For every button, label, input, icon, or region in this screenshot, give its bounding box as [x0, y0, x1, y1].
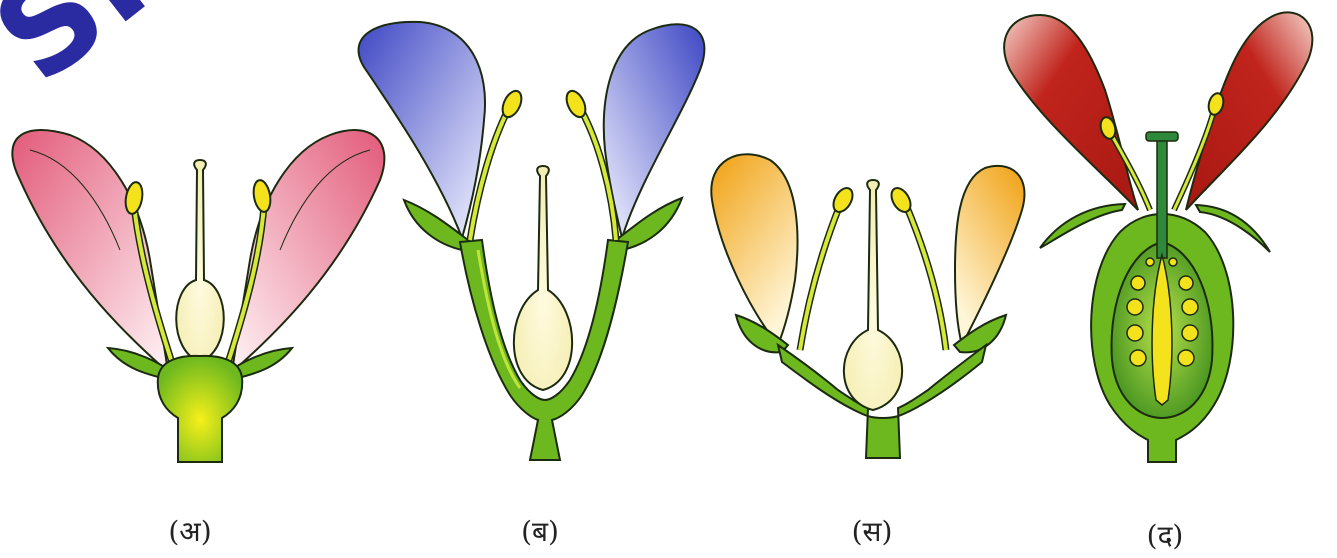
thalamus: [158, 356, 242, 462]
petal-right: [1186, 12, 1312, 210]
caption-d: (द): [1147, 516, 1184, 554]
petal-left: [359, 22, 485, 238]
pistil: [176, 160, 224, 362]
anther-left: [830, 185, 857, 216]
caption-c: (स): [852, 512, 893, 550]
flower-panel-a: [12, 130, 384, 462]
pistil: [844, 180, 902, 410]
petal-right: [955, 166, 1024, 345]
anther-right: [251, 179, 272, 213]
stamen-filament-left: [800, 205, 840, 350]
pistil: [514, 166, 572, 390]
petal-right: [604, 24, 705, 238]
flower-panel-d: [1004, 12, 1312, 462]
petal-left: [711, 154, 797, 345]
stigma: [1146, 132, 1178, 141]
anther-left: [123, 181, 144, 215]
flower-panel-b: [359, 22, 705, 460]
stamen-filament-right: [906, 205, 946, 350]
caption-a: (अ): [168, 512, 211, 550]
style: [1157, 138, 1167, 258]
flower-panel-c: [711, 154, 1024, 458]
caption-b: (ब): [521, 512, 559, 550]
petal-left: [1004, 15, 1138, 210]
